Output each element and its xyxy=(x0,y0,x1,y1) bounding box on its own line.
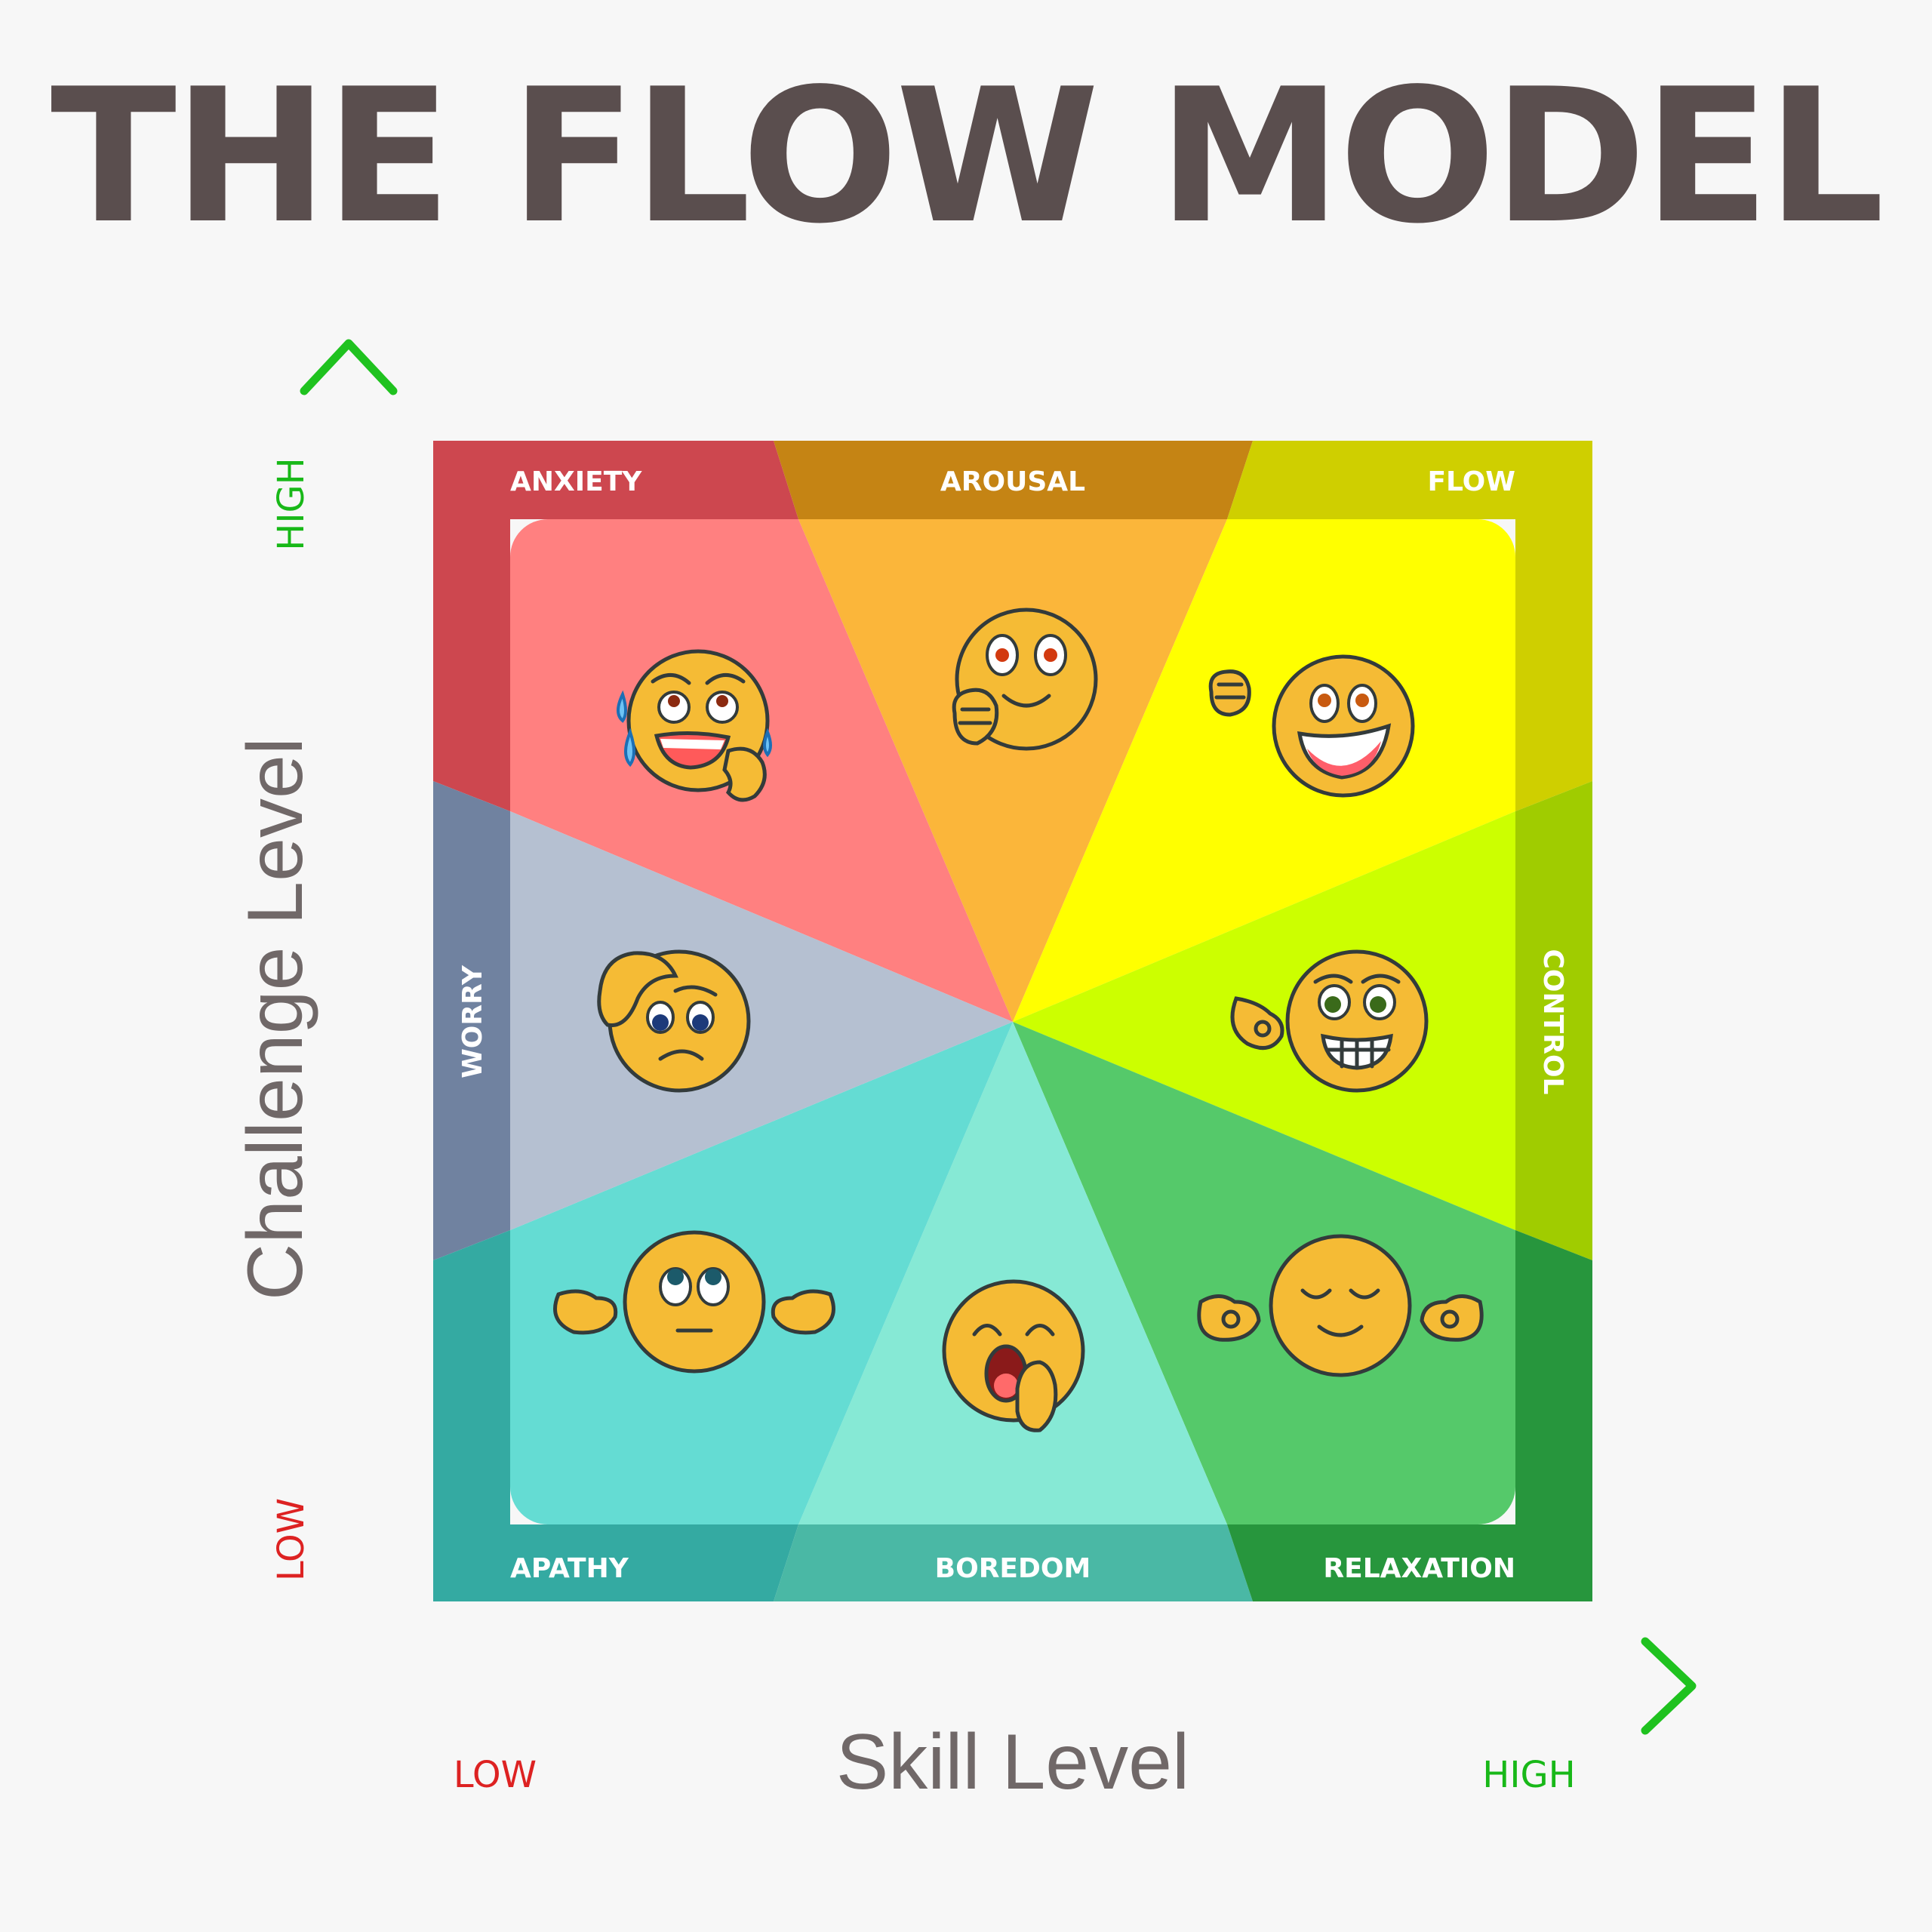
page-title: THE FLOW MODEL xyxy=(50,49,1884,264)
frame-arousal xyxy=(774,441,1253,519)
frame-apathy xyxy=(433,1230,798,1601)
laughing-fist-face-icon xyxy=(1208,654,1415,798)
label-arousal: AROUSAL xyxy=(940,466,1085,497)
label-relaxation: RELAXATION xyxy=(1323,1553,1515,1584)
wedge-flow xyxy=(1013,519,1515,1022)
wedge-relaxation xyxy=(1013,1022,1515,1524)
label-flow: FLOW xyxy=(1427,466,1515,497)
frame-boredom xyxy=(774,1524,1253,1601)
wedge-worry xyxy=(510,811,1013,1230)
label-anxiety: ANXIETY xyxy=(510,466,642,497)
frame-anxiety xyxy=(433,441,798,811)
nervous-sweat-face-icon xyxy=(617,649,772,802)
y-axis-title: Challenge Level xyxy=(232,737,319,1300)
frame-worry xyxy=(433,781,510,1260)
label-boredom: BOREDOM xyxy=(935,1553,1091,1584)
frame-relaxation xyxy=(1227,1230,1592,1601)
y-axis-high: HIGH xyxy=(270,457,312,551)
wedge-boredom xyxy=(798,1022,1227,1524)
y-axis-arrow xyxy=(300,339,398,1689)
x-axis-high: HIGH xyxy=(1482,1754,1576,1796)
outer-frame xyxy=(433,441,1592,1601)
worried-face-icon xyxy=(597,949,751,1093)
label-apathy: APATHY xyxy=(510,1553,629,1584)
y-axis-low: LOW xyxy=(270,1498,312,1581)
x-axis-arrow xyxy=(344,1637,1697,1735)
label-worry: WORRY xyxy=(457,964,488,1078)
wedge-arousal xyxy=(798,519,1227,1022)
shrug-face-icon xyxy=(553,1230,835,1374)
inner-wedges xyxy=(510,519,1515,1524)
frame-control xyxy=(1515,781,1592,1260)
excited-fist-face-icon xyxy=(952,608,1098,751)
x-axis-low: LOW xyxy=(454,1754,537,1796)
frame-flow xyxy=(1227,441,1592,811)
wedge-apathy xyxy=(510,1022,1013,1524)
x-axis-title: Skill Level xyxy=(836,1718,1189,1806)
label-control: CONTROL xyxy=(1537,949,1568,1095)
yawning-face-icon xyxy=(942,1279,1085,1432)
grinning-ok-face-icon xyxy=(1230,949,1429,1093)
meditating-face-icon xyxy=(1197,1234,1484,1377)
